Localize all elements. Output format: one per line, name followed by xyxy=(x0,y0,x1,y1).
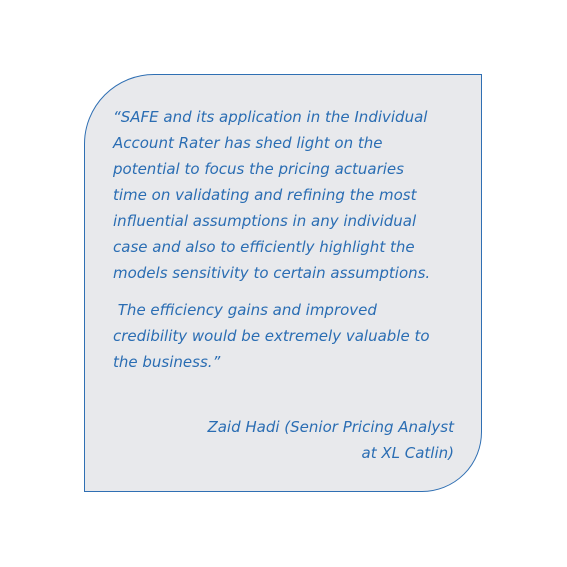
quote-line: Account Rater has shed light on the xyxy=(113,134,383,152)
quote-card xyxy=(84,74,482,492)
quote-line: credibility would be extremely valuable … xyxy=(113,327,430,345)
quote-line: potential to focus the pricing actuaries xyxy=(113,160,404,178)
quote-line: influential assumptions in any individua… xyxy=(113,212,417,230)
quote-line: case and also to efficiently highlight t… xyxy=(113,238,415,256)
quote-paragraph-1: “SAFE and its application in the Individ… xyxy=(113,104,473,286)
attribution-line: at XL Catlin) xyxy=(361,444,454,462)
quote-line: the business.” xyxy=(113,353,221,371)
quote-paragraph-2: The efficiency gains and improved credib… xyxy=(113,297,473,375)
quote-attribution: Zaid Hadi (Senior Pricing Analyst at XL … xyxy=(207,414,454,466)
quote-line: time on validating and refining the most xyxy=(113,186,417,204)
attribution-line: Zaid Hadi (Senior Pricing Analyst xyxy=(207,418,454,436)
quote-line: models sensitivity to certain assumption… xyxy=(113,264,431,282)
quote-line: “SAFE and its application in the Individ… xyxy=(113,108,428,126)
quote-line: The efficiency gains and improved xyxy=(113,301,377,319)
